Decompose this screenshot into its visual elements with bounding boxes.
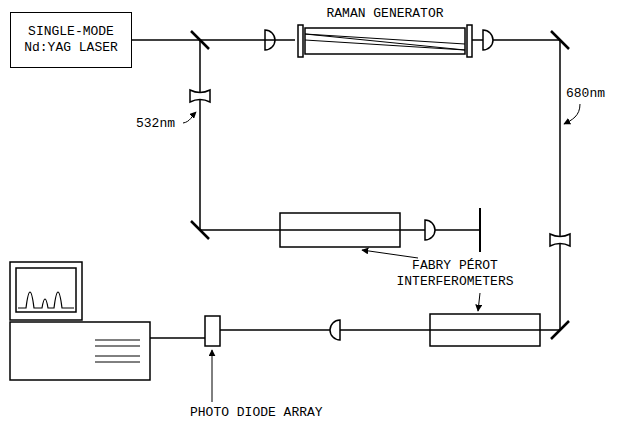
raman-cell — [305, 28, 465, 54]
heading-label: RAMAN GENERATOR — [295, 6, 475, 22]
mirror — [551, 31, 569, 49]
laser-beam — [132, 39, 295, 41]
cell-mirror — [467, 25, 472, 57]
lens — [330, 320, 340, 340]
spectrum-peaks — [18, 292, 74, 308]
multipass-beam — [305, 34, 465, 50]
leader-line — [212, 350, 213, 402]
monitor — [10, 262, 82, 320]
beam-through — [280, 230, 540, 330]
cable — [150, 337, 205, 339]
leader-line — [564, 104, 580, 124]
leader-line — [362, 250, 418, 258]
leader-line — [478, 293, 480, 311]
wavelength-label: 680nm — [566, 86, 605, 102]
cell-mirror — [298, 25, 303, 57]
wavelength-label: 532nm — [136, 116, 175, 132]
raman-generator: RAMAN GENERATOR — [295, 6, 475, 58]
lens — [425, 220, 435, 240]
diverging-lens — [550, 234, 570, 246]
computer-base — [10, 322, 150, 380]
leader-line — [183, 112, 196, 123]
lens — [483, 30, 493, 50]
component-label: FABRY PÉROT INTERFEROMETERS — [385, 258, 525, 290]
mirror — [551, 321, 569, 339]
photodiode-array — [205, 316, 220, 346]
beam-680 — [220, 40, 560, 330]
diverging-lens — [190, 90, 210, 102]
monitor-screen — [16, 268, 76, 312]
box-label: SINGLE-MODE Nd:YAG LASER — [21, 24, 121, 56]
laser-box: SINGLE-MODE Nd:YAG LASER — [10, 12, 132, 68]
beam-532 — [200, 40, 480, 230]
screen — [479, 208, 481, 252]
mirror — [191, 221, 209, 239]
component-label: PHOTO DIODE ARRAY — [190, 405, 323, 421]
drive-slots — [95, 340, 140, 362]
